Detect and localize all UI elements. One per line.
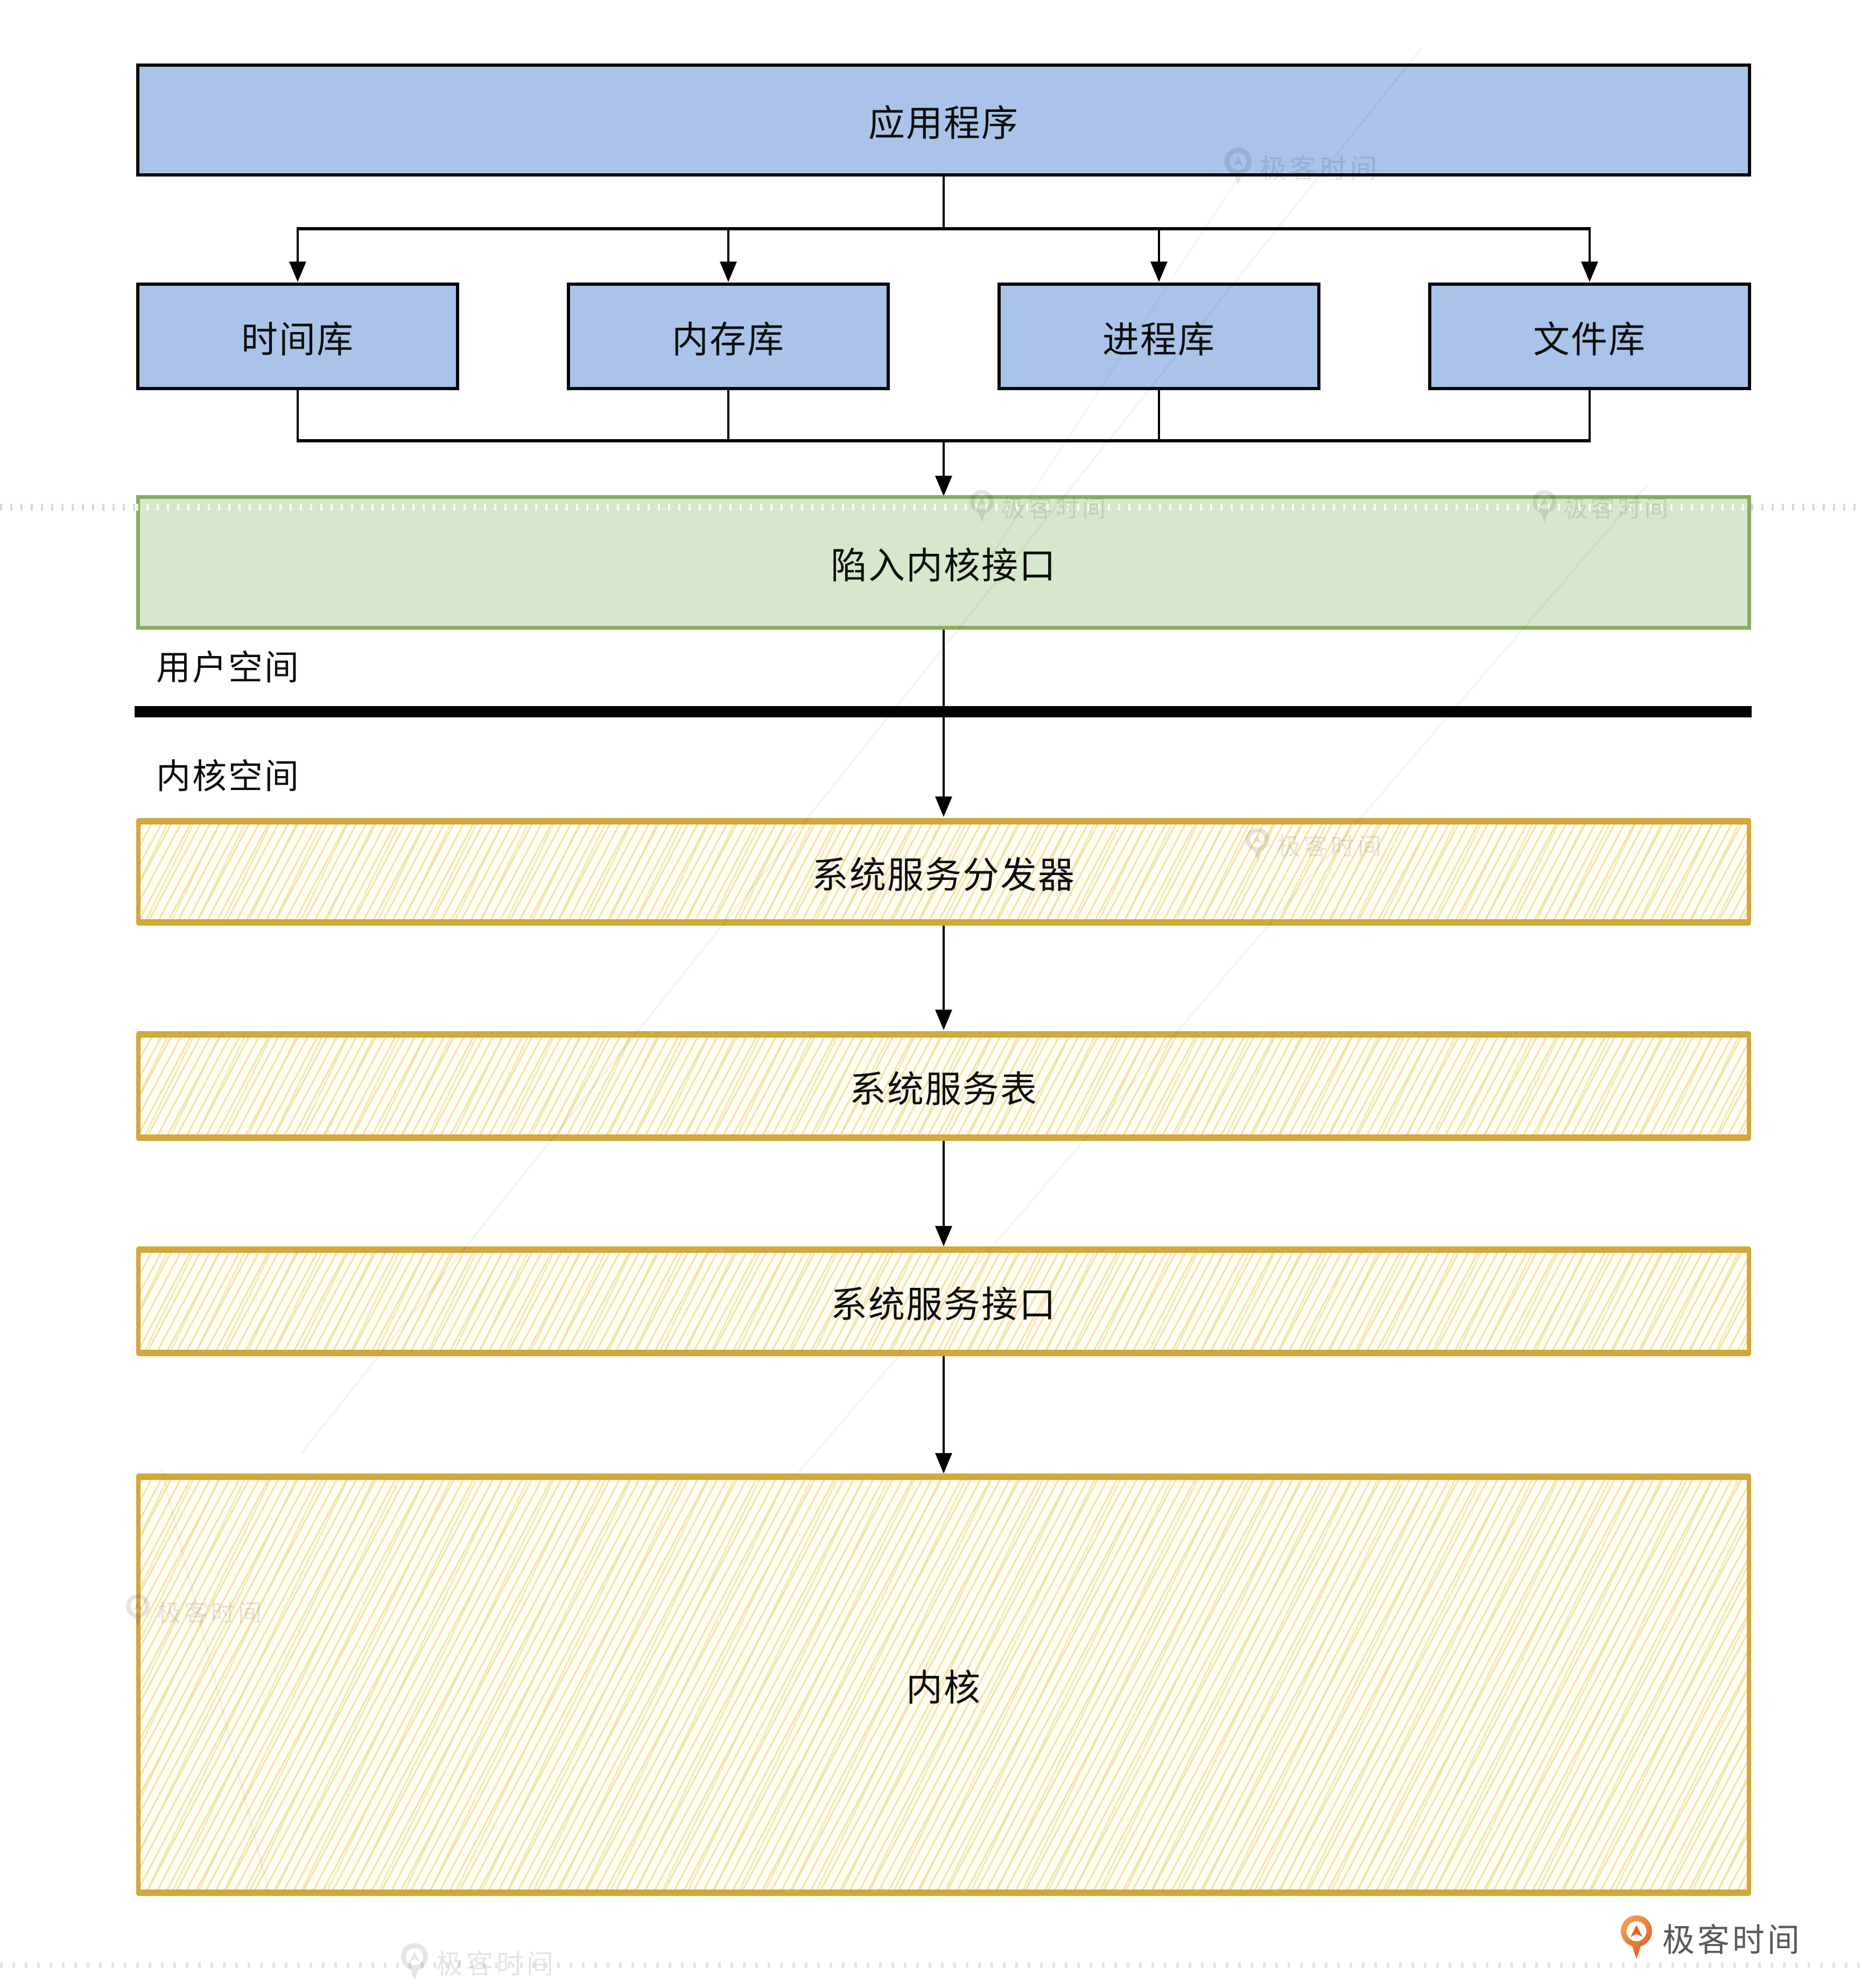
library-box-label: 时间库 [241,319,354,361]
kernel-box-label: 内核 [905,1668,981,1709]
drop-line [297,230,299,263]
arrow-head [935,476,952,496]
service-table-box-label: 系统服务表 [849,1069,1038,1110]
library-box-memory: 内存库 [567,283,890,390]
arrow-line [943,1356,945,1454]
stub-line [727,390,729,440]
arrow-head [1581,262,1598,282]
drop-line [1158,230,1160,263]
dispatcher-box-label: 系统服务分发器 [811,855,1076,896]
app-box: 应用程序 [136,64,1751,177]
watermark-dotted-line [136,504,1751,511]
watermark-dotted-line [0,504,136,511]
trap-kernel-box: 陷入内核接口 [136,495,1751,630]
library-box-file: 文件库 [1428,283,1751,390]
watermark-dotted-line [1751,504,1862,511]
connector-stem [943,441,945,477]
trap-kernel-box-label: 陷入内核接口 [830,545,1057,587]
kernel-box: 内核 [136,1474,1751,1896]
brand-logo: 极客时间 [1619,1914,1802,1961]
arrow-head [935,1226,952,1246]
arrow-head [935,1010,952,1030]
library-box-label: 文件库 [1533,319,1646,361]
brand-logo-text: 极客时间 [1662,1922,1802,1958]
service-table-box: 系统服务表 [136,1031,1751,1141]
arrow-line [943,630,945,799]
arrow-head [1150,262,1168,282]
library-box-time: 时间库 [136,283,459,390]
join-line [297,439,1591,442]
library-box-label: 进程库 [1102,319,1215,361]
arrow-line [943,1141,945,1227]
library-box-label: 内存库 [671,319,785,361]
stub-line [1158,390,1160,440]
dispatcher-box: 系统服务分发器 [136,818,1751,926]
connector-stem [943,177,945,228]
arrow-head [289,262,306,282]
watermark-dotted-line [0,1962,1862,1968]
app-box-label: 应用程序 [868,103,1019,144]
user-space-label: 用户空间 [156,648,300,687]
branch-line [297,227,1591,230]
service-interface-box: 系统服务接口 [136,1246,1751,1356]
arrow-head [935,1453,952,1474]
geektime-logo-icon [1621,1915,1652,1959]
arrow-head [935,796,952,817]
arrow-line [943,926,945,1012]
stub-line [297,390,299,440]
stub-line [1589,390,1591,440]
arrow-head [720,262,737,282]
drop-line [727,230,729,263]
kernel-space-label: 内核空间 [156,757,300,796]
drop-line [1589,230,1591,263]
library-box-process: 进程库 [997,283,1320,390]
service-interface-box-label: 系统服务接口 [830,1284,1057,1326]
